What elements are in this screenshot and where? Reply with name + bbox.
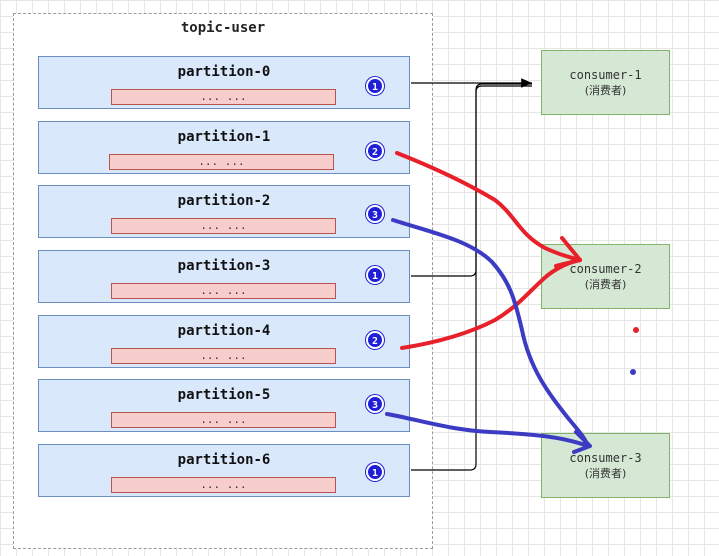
message-queue: ... ... (111, 477, 336, 493)
blue-arrow-partition-5 (385, 412, 590, 448)
blue-dot (630, 369, 636, 375)
partition-label: partition-6 (177, 452, 271, 468)
consumer-badge: 2 (366, 331, 384, 349)
partition-3[interactable]: partition-3 ... ... (38, 250, 410, 303)
consumer-name: consumer-1 (569, 67, 642, 82)
message-queue: ... ... (111, 89, 336, 105)
consumer-3[interactable]: consumer-3 (消费者) (541, 433, 670, 498)
red-arrowhead (554, 236, 582, 268)
consumer-badge: 3 (366, 395, 384, 413)
partition-2[interactable]: partition-2 ... ... (38, 185, 410, 238)
message-queue: ... ... (111, 218, 336, 234)
consumer-name: consumer-3 (569, 450, 642, 465)
partition-label: partition-0 (177, 64, 271, 80)
message-queue: ... ... (111, 412, 336, 428)
consumer-badge: 3 (366, 205, 384, 223)
blue-arrow-partition-2 (391, 218, 590, 448)
partition-label: partition-2 (177, 193, 271, 209)
message-queue: ... ... (111, 348, 336, 364)
partition-label: partition-5 (177, 387, 271, 403)
red-arrow-partition-4 (400, 258, 582, 350)
consumer-name: consumer-2 (569, 261, 642, 276)
consumer-badge: 1 (366, 266, 384, 284)
message-queue: ... ... (109, 154, 334, 170)
red-dot (633, 327, 639, 333)
connector-partition-6-consumer-1 (411, 85, 532, 471)
partition-4[interactable]: partition-4 ... ... (38, 315, 410, 368)
partition-label: partition-3 (177, 258, 271, 274)
partition-6[interactable]: partition-6 ... ... (38, 444, 410, 497)
consumer-subtitle: (消费者) (584, 277, 627, 291)
partition-1[interactable]: partition-1 ... ... (38, 121, 410, 174)
partition-label: partition-1 (177, 129, 271, 145)
consumer-badge: 1 (366, 463, 384, 481)
blue-arrowhead (572, 430, 592, 454)
red-arrow-partition-1 (395, 151, 582, 262)
consumer-badge: 1 (366, 77, 384, 95)
partition-label: partition-4 (177, 323, 271, 339)
partition-5[interactable]: partition-5 ... ... (38, 379, 410, 432)
consumer-subtitle: (消费者) (584, 466, 627, 480)
topic-title: topic-user (180, 20, 266, 36)
partition-0[interactable]: partition-0 ... ... (38, 56, 410, 109)
consumer-subtitle: (消费者) (584, 83, 627, 97)
consumer-1[interactable]: consumer-1 (消费者) (541, 50, 670, 115)
consumer-badge: 2 (366, 142, 384, 160)
message-queue: ... ... (111, 283, 336, 299)
